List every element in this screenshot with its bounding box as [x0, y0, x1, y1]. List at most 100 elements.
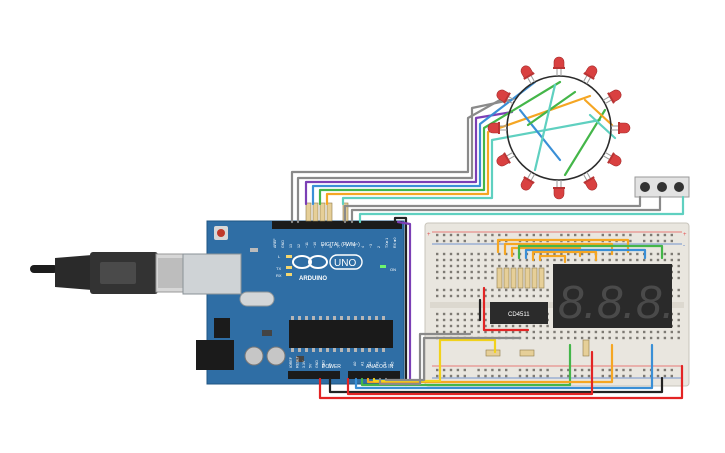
breadboard-hole [649, 258, 653, 262]
reset-button[interactable] [217, 229, 225, 237]
breadboard-hole [622, 336, 625, 340]
analog-header-label: ANALOG IN [366, 364, 394, 370]
led [487, 122, 507, 134]
push-button-1[interactable] [640, 182, 650, 192]
breadboard-hole [560, 252, 563, 256]
breadboard-hole [677, 276, 680, 280]
breadboard-hole [449, 318, 453, 322]
breadboard-hole [546, 270, 549, 274]
breadboard-hole [546, 336, 549, 340]
wire-gray-1 [290, 98, 502, 224]
seven-segment-digit-2 [592, 264, 634, 328]
led-body [553, 187, 565, 200]
digital-pin-label: 4 [361, 246, 365, 248]
breadboard-hole [615, 233, 618, 237]
led-rim [583, 176, 595, 184]
breadboard-hole [456, 264, 460, 268]
breadboard-hole [567, 336, 570, 340]
led-leg [507, 155, 516, 161]
power-pin-label: IOREF [289, 356, 293, 368]
breadboard-hole [484, 233, 487, 237]
breadboard-hole [532, 336, 535, 340]
ring-wire-teal [533, 83, 557, 172]
breadboard-hole [608, 258, 611, 262]
digital-pin-label: ~3 [369, 244, 373, 248]
breadboard-hole [449, 330, 453, 334]
led-leg [526, 171, 532, 180]
breadboard-hole [449, 324, 453, 328]
breadboard-hole [594, 336, 598, 340]
breadboard-hole [498, 374, 501, 378]
push-button-2[interactable] [657, 182, 667, 192]
wire-blue-bottom [354, 343, 654, 390]
led-leg [530, 173, 536, 182]
breadboard-hole [580, 258, 584, 262]
led-rim [607, 92, 615, 104]
breadboard-hole [663, 374, 667, 378]
breadboard-hole [663, 239, 667, 243]
breadboard-hole [546, 330, 549, 334]
breadboard-hole [677, 294, 680, 298]
power-pin-label: GND [322, 360, 326, 368]
led-leg [602, 95, 611, 101]
breadboard-hole [636, 258, 639, 262]
breadboard-hole [532, 330, 535, 334]
breadboard-hole [518, 288, 522, 292]
led-leg [505, 99, 514, 105]
analog-pin-label: A3 [376, 362, 380, 366]
breadboard-hole [608, 374, 611, 378]
breadboard-hole [463, 330, 466, 334]
tx-led-label: TX [276, 266, 281, 271]
rail-plus-label-right: + [683, 232, 687, 238]
breadboard-hole [442, 294, 446, 298]
breadboard-hole [656, 374, 660, 378]
arduino-resistors [305, 202, 349, 222]
breadboard-hole [594, 330, 598, 334]
breadboard-hole [505, 368, 508, 372]
led-rim [503, 92, 511, 104]
breadboard-hole [525, 264, 529, 268]
breadboard-hole [622, 374, 625, 378]
analog-pin-label: A5 [391, 362, 395, 366]
breadboard-hole [539, 288, 542, 292]
breadboard-hole [449, 312, 453, 316]
breadboard-hole [643, 374, 646, 378]
led [520, 171, 536, 191]
breadboard-hole [436, 270, 439, 274]
digital-pin-label: 7 [337, 246, 341, 248]
led-rim [498, 122, 500, 134]
breadboard-hole [484, 294, 487, 298]
led-rim [553, 67, 565, 69]
digital-pin-label: 2 [377, 246, 381, 248]
breadboard-hole [477, 239, 480, 243]
breadboard-hole [553, 252, 556, 256]
breadboard-hole [436, 374, 439, 378]
breadboard-hole [484, 330, 487, 334]
breadboard-hole [532, 324, 535, 328]
seven-segment-displays: 8. 8. 8. [553, 264, 674, 328]
breadboard-hole [532, 288, 535, 292]
push-button-3[interactable] [674, 182, 684, 192]
breadboard-hole [656, 368, 660, 372]
breadboard-hole [670, 336, 673, 340]
breadboard-hole [477, 374, 480, 378]
breadboard-hole [525, 258, 529, 262]
breadboard-hole [525, 374, 529, 378]
wire-orange-1 [325, 94, 592, 206]
usb-cable [30, 252, 197, 294]
breadboard-hole [484, 264, 487, 268]
wire-orange-display-5 [538, 254, 567, 264]
breadboard-hole [553, 258, 556, 262]
breadboard-hole [663, 258, 667, 262]
led [496, 151, 516, 167]
breadboard-hole [560, 368, 563, 372]
wire-gray-bottom-1 [378, 332, 472, 386]
breadboard-hole [546, 324, 549, 328]
breadboard-hole [574, 368, 577, 372]
power-pin-label: 3.3V [302, 360, 306, 368]
breadboard-hole [546, 264, 549, 268]
breadboard-hole [477, 368, 480, 372]
cd4511-chip: CD4511 [490, 302, 548, 324]
breadboard-hole [456, 324, 460, 328]
breadboard-hole [436, 312, 439, 316]
